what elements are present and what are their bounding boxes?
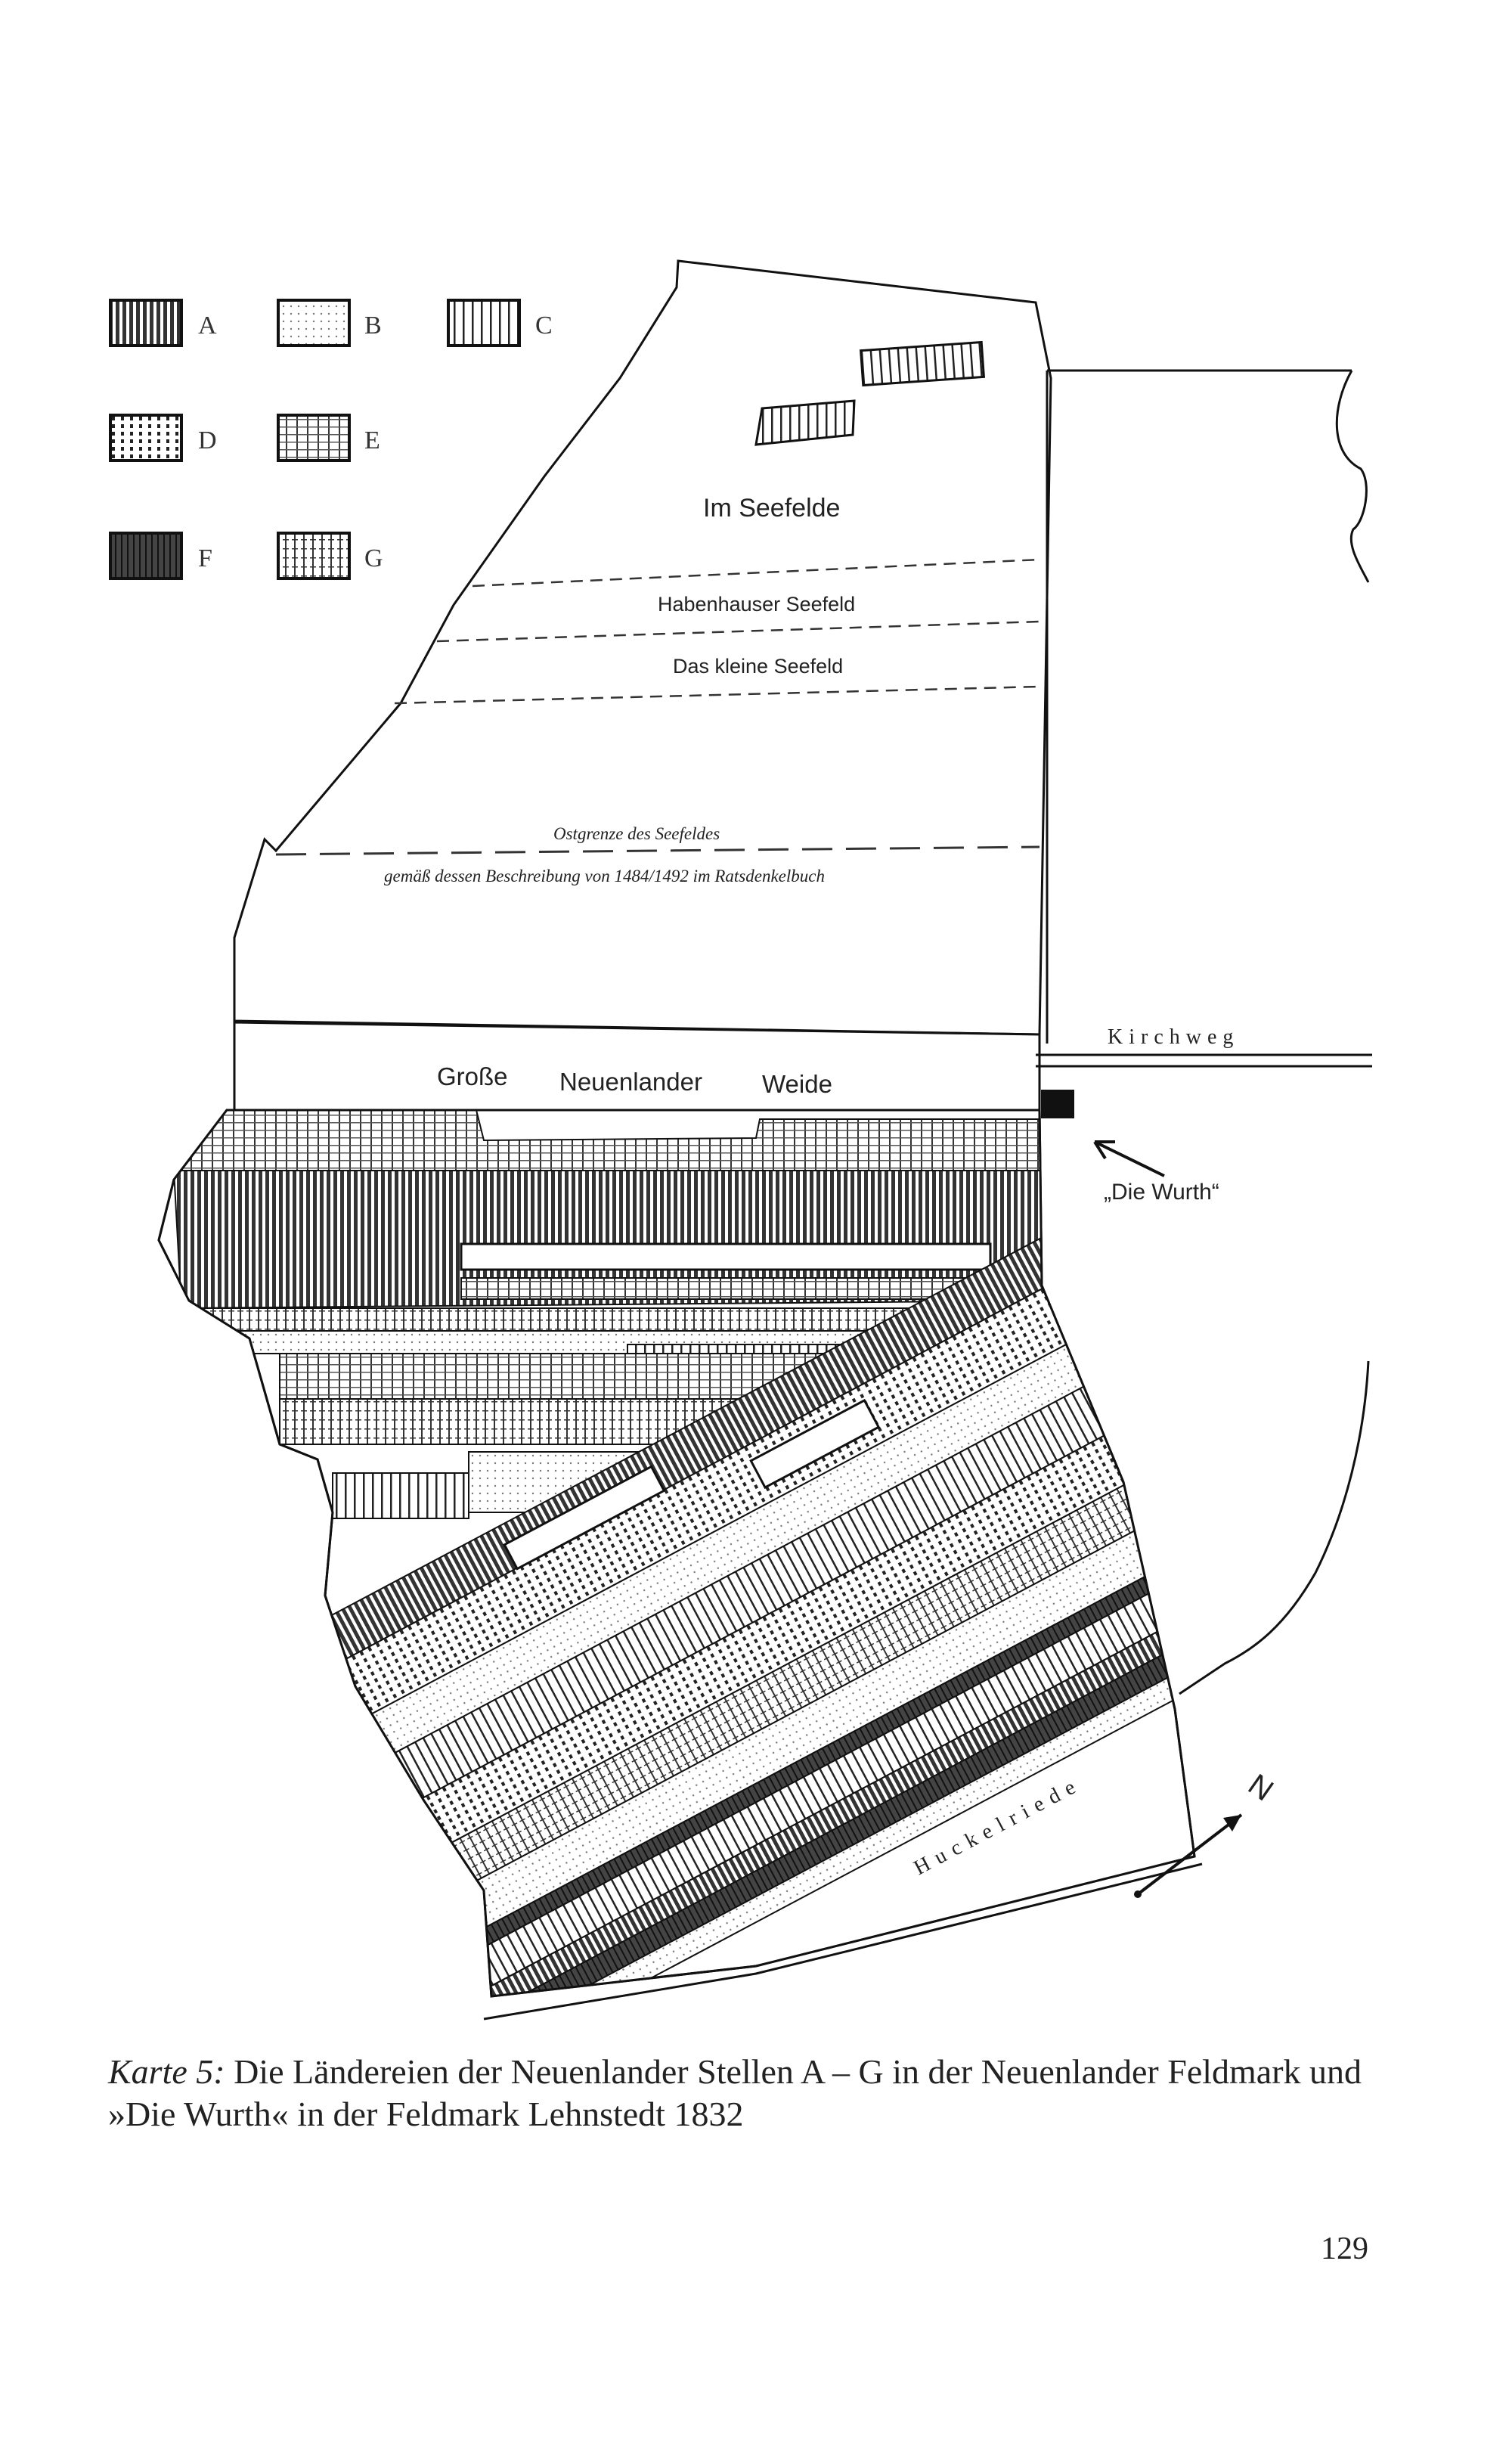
legend-item-d: D: [109, 414, 217, 462]
die-wurth-arrow: [1093, 1140, 1165, 1177]
map-caption: Karte 5: Die Ländereien der Neuenlander …: [108, 2051, 1378, 2135]
legend-label-d: D: [198, 426, 217, 454]
map: A B C D E F G: [109, 259, 1372, 2021]
south-field: [157, 1109, 1196, 1998]
page-number: 129: [1321, 2231, 1368, 2266]
field-boundaries: [275, 558, 1040, 856]
label-habenhauser-seefeld: Habenhauser Seefeld: [658, 593, 855, 616]
label-die-wurth: „Die Wurth“: [1104, 1180, 1219, 1205]
legend-item-a: A: [109, 299, 217, 347]
legend-label-f: F: [198, 544, 212, 572]
caption-text: Die Ländereien der Neuenlander Stellen A…: [108, 2052, 1362, 2133]
die-wurth-plot: [1041, 1090, 1074, 1118]
legend-item-c: C: [447, 299, 553, 347]
legend-label-a: A: [198, 312, 217, 340]
huckelriede-road: [483, 1862, 1203, 2021]
diag-plot-white-1: [503, 1465, 666, 1571]
strip-c-2: [332, 1472, 469, 1519]
plot-north-1: [859, 340, 986, 387]
north-label: N: [1242, 1768, 1279, 1808]
plot-white-1: [460, 1242, 992, 1271]
legend: A B C D E F G: [109, 299, 553, 580]
plot-north-2: [754, 399, 856, 446]
label-ostgrenze-2: gemäß dessen Beschreibung von 1484/1492 …: [384, 867, 825, 885]
legend-label-g: G: [364, 544, 383, 572]
label-im-seefelde: Im Seefelde: [703, 494, 840, 523]
diag-plot-white-2: [749, 1398, 881, 1490]
label-weide: Weide: [762, 1070, 832, 1098]
caption-label: Karte 5:: [108, 2052, 225, 2091]
south-field-border: [157, 1109, 1196, 1998]
legend-item-f: F: [109, 532, 212, 580]
label-ostgrenze-1: Ostgrenze des Seefeldes: [553, 824, 720, 843]
label-das-kleine-seefeld: Das kleine Seefeld: [673, 655, 843, 678]
east-boundaries: [1036, 369, 1372, 1695]
label-neuenlander: Neuenlander: [559, 1068, 702, 1096]
grosse-weide-band: [233, 1021, 1041, 1113]
legend-label-b: B: [364, 312, 382, 340]
legend-item-g: G: [277, 532, 383, 580]
legend-item-e: E: [277, 414, 380, 462]
legend-label-c: C: [535, 312, 553, 340]
label-grosse: Große: [437, 1062, 508, 1090]
legend-label-e: E: [364, 426, 380, 454]
legend-item-b: B: [277, 299, 382, 347]
label-kirchweg: Kirchweg: [1108, 1025, 1239, 1049]
